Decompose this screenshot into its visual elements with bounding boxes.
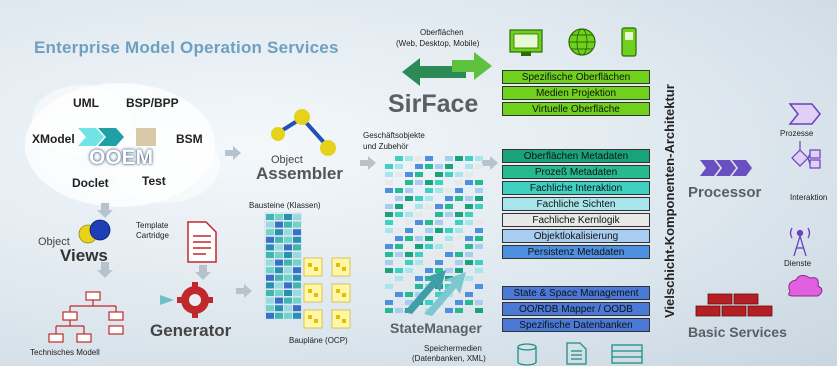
object-assembler-line1: Object [271,154,303,166]
layer-virtuelle-oberflaeche: Virtuelle Oberfläche [502,102,650,116]
template-cartridge-document-icon [187,221,217,263]
xmodel-label: XModel [32,132,75,146]
prozesse-label: Prozesse [780,129,814,138]
technisches-modell-tree-icon [48,291,124,343]
globe-icon [568,28,596,56]
layer-oo-rdb-mapper: OO/RDB Mapper / OODB [502,302,650,316]
processor-chevrons-icon [700,160,752,176]
desktop-screen-icon [509,29,543,56]
speichermedien-line1: Speichermedien [424,344,482,353]
oberflaechen-line1: Oberflächen [420,28,464,37]
object-views-icon [78,219,111,244]
layer-fachliche-sichten: Fachliche Sichten [502,197,650,211]
layer-oberflaechen-metadaten: Oberflächen Metadaten [502,149,650,163]
basic-services-bricks-icon [695,293,773,317]
geschaeftsobjekte-line2: und Zubehör [363,142,409,151]
ooem-arrows-icon [78,128,156,146]
test-label: Test [142,174,166,188]
database-icon [517,343,537,366]
bausteine-label: Bausteine (Klassen) [249,201,321,210]
layer-fachliche-kernlogik: Fachliche Kernlogik [502,213,650,227]
bausteine-grid-icon [264,212,302,322]
layer-fachliche-interaktion: Fachliche Interaktion [502,181,650,195]
object-assembler-line2: Assembler [256,164,343,183]
interaktion-icon [791,141,821,169]
object-views-line1: Object [38,236,70,248]
object-views-line2: Views [60,246,108,265]
layer-objektlokalisierung: Objektlokalisierung [502,229,650,243]
sirface-label: SirFace [388,90,479,118]
bsp-bpp-label: BSP/BPP [126,96,179,110]
business-layer-stack: Oberflächen Metadaten Prozeß Metadaten F… [502,149,650,259]
page-title: Enterprise Model Operation Services [34,38,339,57]
geschaeftsobjekte-grid-icon [385,156,483,313]
sirface-arrows-icon [402,52,492,86]
cartridge-label: Cartridge [136,231,169,240]
doclet-label: Doclet [72,176,109,190]
xml-document-icon [566,342,587,365]
uml-label: UML [73,96,99,110]
ooem-label: OOEM [89,146,154,169]
generator-label: Generator [150,321,232,340]
layer-medien-projektion: Medien Projektion [502,86,650,100]
persistence-layer-stack: State & Space Management OO/RDB Mapper /… [502,286,650,332]
oberflaechen-line2: (Web, Desktop, Mobile) [396,39,480,48]
dienste-tower-icon [789,227,811,257]
processor-label: Processor [688,184,762,201]
presentation-layer-stack: Spezifische Oberflächen Medien Projektio… [502,70,650,116]
interaktion-label: Interaktion [790,193,828,202]
statemanager-arrows-icon [404,270,466,316]
layer-prozess-metadaten: Prozeß Metadaten [502,165,650,179]
geschaeftsobjekte-line1: Geschäftsobjekte [363,131,425,140]
layer-state-space-management: State & Space Management [502,286,650,300]
statemanager-label: StateManager [390,320,482,336]
template-label: Template [136,221,169,230]
layer-spezifische-oberflaechen: Spezifische Oberflächen [502,70,650,84]
mobile-phone-icon [621,27,637,57]
basic-services-label: Basic Services [688,324,787,340]
architecture-vertical-label: Vielschicht-Komponenten-Architektur [662,84,677,318]
dienste-label: Dienste [784,259,812,268]
bauplaene-label: Baupläne (OCP) [289,336,348,345]
table-storage-icon [611,344,643,364]
generator-gear-icon [160,282,213,318]
object-assembler-molecule-icon [271,109,336,156]
bsm-label: BSM [176,132,203,146]
layer-persistenz-metadaten: Persistenz Metadaten [502,245,650,259]
cloud-icon [788,274,823,297]
technisches-modell-label: Technisches Modell [30,348,100,357]
flow-arrows [97,146,498,298]
bauplaene-grid-icon [303,257,351,329]
speichermedien-line2: (Datenbanken, XML) [412,354,486,363]
prozesse-icon [788,103,821,125]
layer-spezifische-datenbanken: Spezifische Datenbanken [502,318,650,332]
